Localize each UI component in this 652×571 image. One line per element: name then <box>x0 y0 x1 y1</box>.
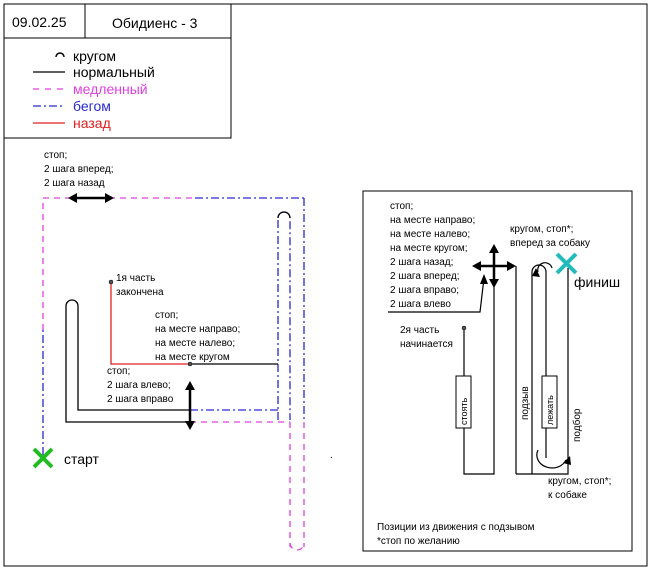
dog-note-2: к собаке <box>548 489 587 501</box>
path-stand <box>463 266 495 475</box>
call-label: подзыв <box>520 386 531 420</box>
arrow-head-turn-top <box>532 268 540 277</box>
lie-label: лежать <box>545 395 555 425</box>
right-stop-block-4: на месте кругом; <box>390 243 468 254</box>
turn-note-1: кругом, стоп*; <box>510 224 573 235</box>
left-stop-block-2: на месте направо; <box>155 324 240 335</box>
legend-label-back: назад <box>73 115 111 131</box>
legend-label-run: бегом <box>73 98 111 114</box>
right-stop-block-6: 2 шага вперед; <box>390 271 460 282</box>
path-inner-uturn <box>277 211 291 420</box>
double-arrow-vertical-left <box>185 381 195 430</box>
path-turn-top <box>537 262 553 273</box>
side-steps-1: стоп; <box>107 366 130 377</box>
right-stop-block-2: на месте направо; <box>390 215 475 226</box>
footer-line-1: Позиции из движения с подзывом <box>377 522 535 533</box>
left-stop-block-3: на месте налево; <box>155 338 235 349</box>
right-stop-block-3: на месте налево; <box>390 229 470 240</box>
finish-label: финиш <box>574 274 620 290</box>
left-top-note-2: 2 шага вперед; <box>44 164 114 175</box>
arrow-head-pointer <box>480 274 488 284</box>
path-lie-right <box>531 264 547 474</box>
right-panel-frame <box>362 190 633 552</box>
finish-marker-icon <box>555 252 578 275</box>
header-date: 09.02.25 <box>12 14 67 30</box>
turn-note-2: вперед за собаку <box>510 237 590 249</box>
stray-dot: . <box>330 450 333 461</box>
start-label: старт <box>64 451 100 467</box>
right-stop-block-7: 2 шага вправо; <box>390 285 459 296</box>
left-stop-dot <box>187 361 193 367</box>
path-stop-pointer <box>388 277 485 313</box>
left-course <box>42 197 305 551</box>
start-marker-icon <box>32 447 54 469</box>
part1-end-dot <box>108 279 114 285</box>
arrow-head-turn-bottom <box>563 456 571 465</box>
outer-frame <box>3 3 648 567</box>
left-stop-block-4: на месте кругом <box>155 352 230 363</box>
part1-end-1: 1я часть <box>116 273 155 284</box>
legend-label-slow: медленный <box>73 81 148 97</box>
lie-box <box>541 375 558 429</box>
part2-start-2: начинается <box>400 339 453 350</box>
path-slow-bottom-uturn <box>289 542 305 551</box>
legend-box <box>3 37 232 139</box>
left-stop-block-1: стоп; <box>155 310 178 321</box>
legend-label-turn: кругом <box>73 48 116 64</box>
path-turn-bottom <box>536 449 567 469</box>
dog-note-1: кругом, стоп*; <box>548 476 611 487</box>
path-back-red <box>110 282 190 365</box>
header-title: Обидиенс - 3 <box>112 15 198 31</box>
path-lie-outer <box>516 268 569 475</box>
part2-start-1: 2я часть <box>400 325 439 336</box>
part1-end-2: закончена <box>116 287 164 298</box>
footer-line-2: *стоп по желанию <box>377 536 460 547</box>
side-steps-2: 2 шага влево; <box>107 380 171 391</box>
stand-box <box>455 375 472 429</box>
legend-turn-icon <box>55 52 65 58</box>
right-stop-block-5: 2 шага назад; <box>390 257 453 268</box>
right-stop-block-8: 2 шага влево <box>390 299 451 310</box>
left-top-note-1: стоп; <box>44 150 67 161</box>
right-stop-block-1: стоп; <box>390 201 413 212</box>
path-normal-loop <box>65 299 190 423</box>
pickup-label: подбор <box>571 408 583 442</box>
stand-label: стоять <box>459 397 469 425</box>
legend-label-normal: нормальный <box>73 64 155 80</box>
left-top-note-3: 2 шага назад <box>44 178 105 189</box>
part2-start-dot <box>461 325 467 331</box>
side-steps-3: 2 шага вправо <box>107 394 174 405</box>
four-way-arrow-icon <box>472 244 516 288</box>
double-arrow-horizontal-top <box>68 193 114 203</box>
path-inner-uturn-black <box>277 211 291 219</box>
